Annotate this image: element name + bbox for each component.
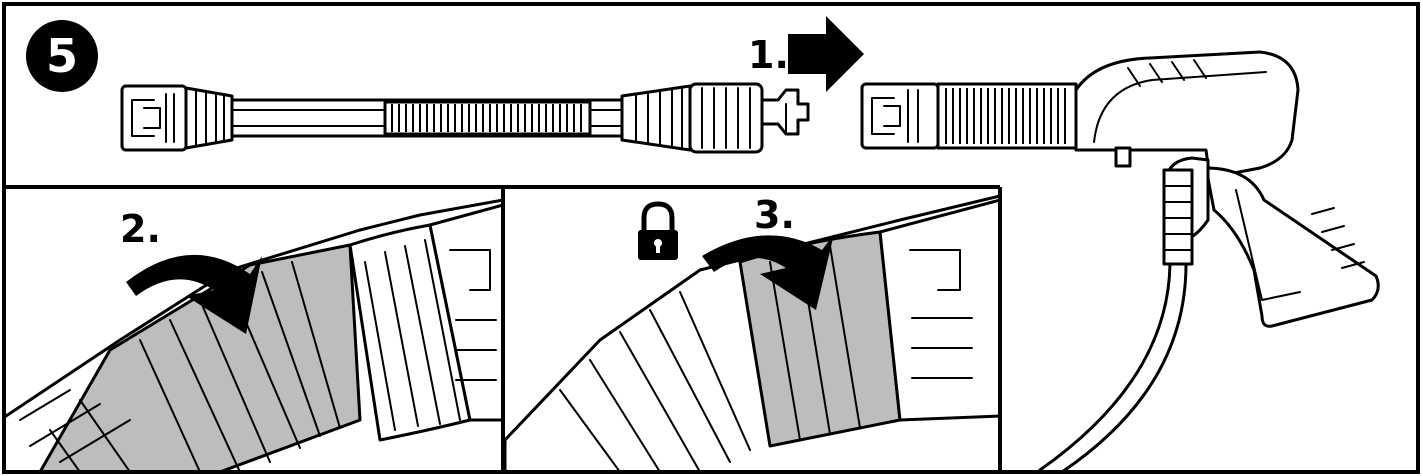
step3-label: 3. — [754, 193, 795, 237]
spray-lance — [120, 82, 810, 154]
lock-icon — [638, 201, 678, 260]
spray-gun — [860, 50, 1380, 474]
panel-step3: 3. — [505, 193, 998, 470]
panel-step2: 2. — [6, 198, 501, 470]
arrow-right-icon — [788, 16, 864, 92]
step1-label: 1. — [748, 33, 789, 77]
curved-arrow-icon — [126, 254, 262, 334]
step2-label: 2. — [120, 207, 161, 251]
step-number-badge: 5 — [26, 20, 98, 92]
curved-arrow-icon-step3 — [702, 234, 834, 310]
step-number-circle — [26, 20, 98, 92]
step-number: 5 — [46, 29, 78, 83]
